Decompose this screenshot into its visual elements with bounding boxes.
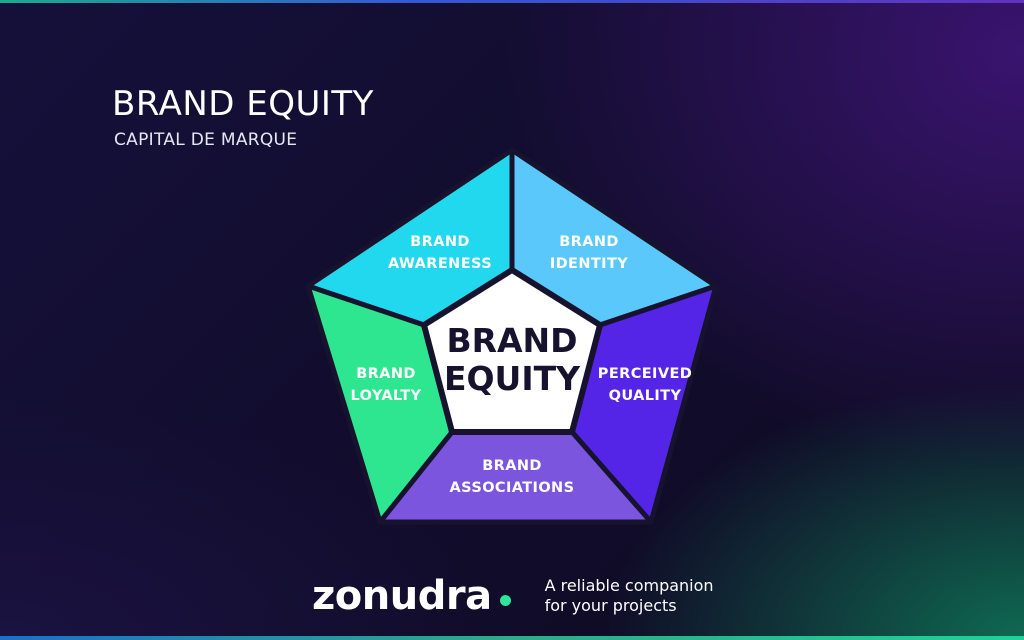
zonudra-logo: zonudra	[312, 573, 492, 619]
label-identity-line2: IDENTITY	[550, 256, 628, 272]
page-title: BRAND EQUITY	[112, 84, 374, 124]
label-awareness-line2: AWARENESS	[388, 256, 492, 272]
footer-brand: zonudra A reliable companion for your pr…	[312, 566, 714, 626]
tagline-line2: for your projects	[544, 596, 677, 615]
center-pentagon	[421, 267, 603, 435]
label-associations-line2: ASSOCIATIONS	[450, 480, 575, 496]
center-label-line2: EQUITY	[444, 359, 581, 398]
label-awareness-line1: BRAND	[410, 234, 470, 250]
label-perceived-quality-line1: PERCEIVED	[598, 366, 692, 382]
bottom-accent-bar	[0, 636, 1024, 640]
label-identity-line1: BRAND	[559, 234, 619, 250]
label-loyalty-line2: LOYALTY	[351, 388, 422, 404]
page-subtitle: CAPITAL DE MARQUE	[114, 130, 298, 150]
tagline: A reliable companion for your projects	[545, 576, 714, 616]
label-perceived-quality-line2: QUALITY	[609, 388, 682, 404]
label-loyalty-line1: BRAND	[356, 366, 416, 382]
logo-dot-icon	[499, 594, 511, 606]
tagline-line1: A reliable companion	[544, 576, 714, 595]
label-associations-line1: BRAND	[482, 458, 542, 474]
center-label-line1: BRAND	[446, 321, 577, 360]
top-accent-bar	[0, 0, 1024, 3]
